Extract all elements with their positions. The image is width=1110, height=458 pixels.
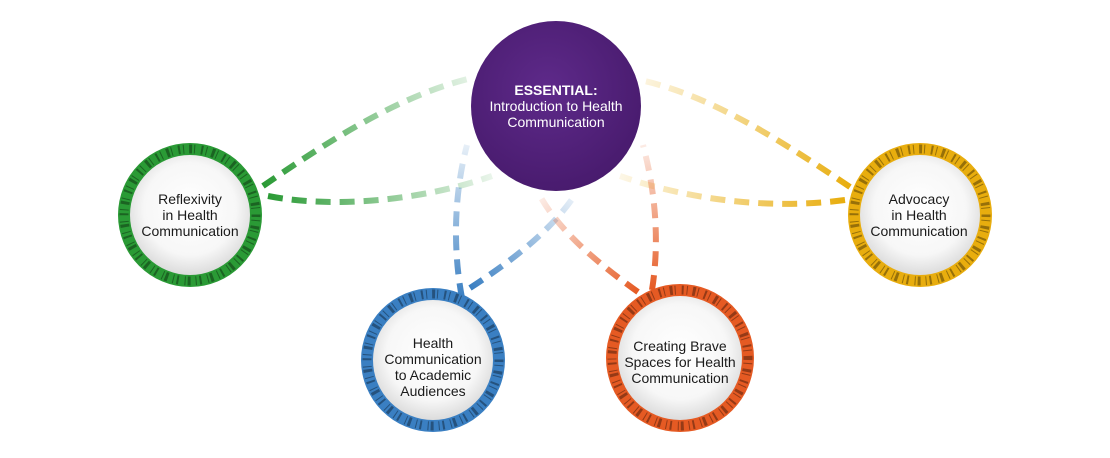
academic-line-1: Health xyxy=(412,335,454,351)
connector-reflexivity-lower xyxy=(267,173,494,205)
reflexivity-line-1: Reflexivity xyxy=(158,191,222,207)
advocacy-line-1: Advocacy xyxy=(888,191,950,207)
reflexivity-node xyxy=(118,143,262,287)
advocacy-ring-texture xyxy=(849,144,991,286)
brave-inner-disc xyxy=(618,296,742,420)
advocacy-line-3: Communication xyxy=(870,223,968,239)
advocacy-inner-disc xyxy=(860,155,980,275)
brave-node xyxy=(606,284,754,432)
center-node xyxy=(471,21,641,191)
connector-brave-right xyxy=(640,144,659,291)
academic-label: Health Communication to Academic Audienc… xyxy=(368,312,498,422)
connector-academic-right xyxy=(468,193,578,291)
advocacy-label: Advocacy in Health Communication xyxy=(854,170,984,260)
brave-ring-texture xyxy=(607,285,753,431)
reflexivity-ring-texture xyxy=(119,144,261,286)
reflexivity-line-2: in Health xyxy=(162,207,218,223)
academic-inner-disc xyxy=(373,300,493,420)
center-heading: ESSENTIAL: xyxy=(514,82,598,98)
academic-node xyxy=(361,288,505,432)
center-circle xyxy=(471,21,641,191)
reflexivity-inner-disc xyxy=(130,155,250,275)
connector-academic-left xyxy=(453,144,470,299)
center-line-1: Introduction to Health xyxy=(489,98,623,114)
advocacy-node xyxy=(848,143,992,287)
brave-label: Creating Brave Spaces for Health Communi… xyxy=(605,312,755,412)
reflexivity-line-3: Communication xyxy=(141,223,239,239)
academic-line-3: to Academic xyxy=(394,367,472,383)
brave-line-3: Communication xyxy=(631,370,729,386)
brave-line-1: Creating Brave xyxy=(633,338,727,354)
reflexivity-label: Reflexivity in Health Communication xyxy=(125,170,255,260)
academic-ring-texture xyxy=(362,289,504,431)
connector-advocacy-lower xyxy=(619,173,846,207)
connector-reflexivity-upper xyxy=(261,75,473,189)
connector-advocacy-upper xyxy=(639,77,852,190)
center-label: ESSENTIAL: Introduction to Health Commun… xyxy=(476,66,636,146)
center-line-2: Communication xyxy=(507,114,605,130)
connector-brave-left xyxy=(537,194,640,295)
advocacy-line-2: in Health xyxy=(891,207,947,223)
academic-line-2: Communication xyxy=(384,351,482,367)
academic-line-4: Audiences xyxy=(400,383,466,399)
brave-line-2: Spaces for Health xyxy=(624,354,736,370)
